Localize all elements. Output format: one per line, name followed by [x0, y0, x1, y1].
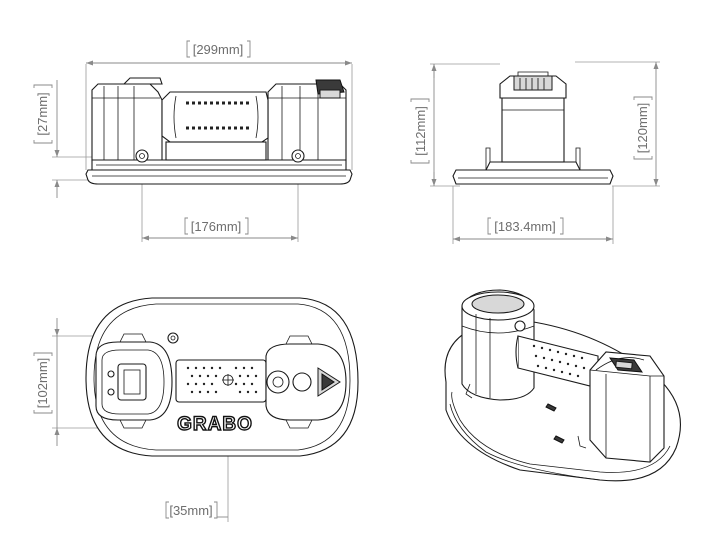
dimension-label-102: [102mm]	[35, 358, 50, 409]
dimension-side-120: [120mm]	[633, 96, 653, 160]
side-view: [112mm] [120mm] [183.4mm]	[410, 61, 660, 244]
dimension-label-112: [112mm]	[413, 106, 428, 156]
grip-texture-front	[186, 101, 250, 130]
dimension-label-120: [120mm]	[635, 103, 650, 154]
grip-texture-iso	[532, 344, 586, 378]
top-view: [102mm] [35mm]	[33, 297, 359, 522]
dimension-side-112: [112mm]	[410, 98, 430, 164]
dimension-height-27: [27mm]	[33, 84, 53, 144]
dimension-label-35: [35mm]	[169, 503, 212, 518]
dimension-label-176: [176mm]	[191, 219, 242, 234]
dimension-label-183: [183.4mm]	[494, 219, 555, 234]
front-view: [299mm] [27mm] [176mm]	[33, 40, 353, 242]
dimension-mount-spacing: [176mm]	[184, 217, 249, 235]
grip-texture-top	[186, 366, 258, 394]
mount-boss-right	[291, 149, 305, 163]
dimension-side-width: [183.4mm]	[487, 217, 564, 235]
mount-boss-left	[135, 149, 149, 163]
dimension-label-299: [299mm]	[193, 42, 244, 57]
isometric-view	[444, 289, 681, 482]
brand-logo: GRABO	[177, 414, 253, 435]
dimension-overall-length: [299mm]	[186, 40, 251, 58]
cap-ribs	[519, 78, 545, 90]
dimension-top-102: [102mm]	[33, 352, 53, 414]
dimension-label-27: [27mm]	[35, 92, 50, 135]
dimension-grip-35: [35mm]	[165, 501, 228, 519]
